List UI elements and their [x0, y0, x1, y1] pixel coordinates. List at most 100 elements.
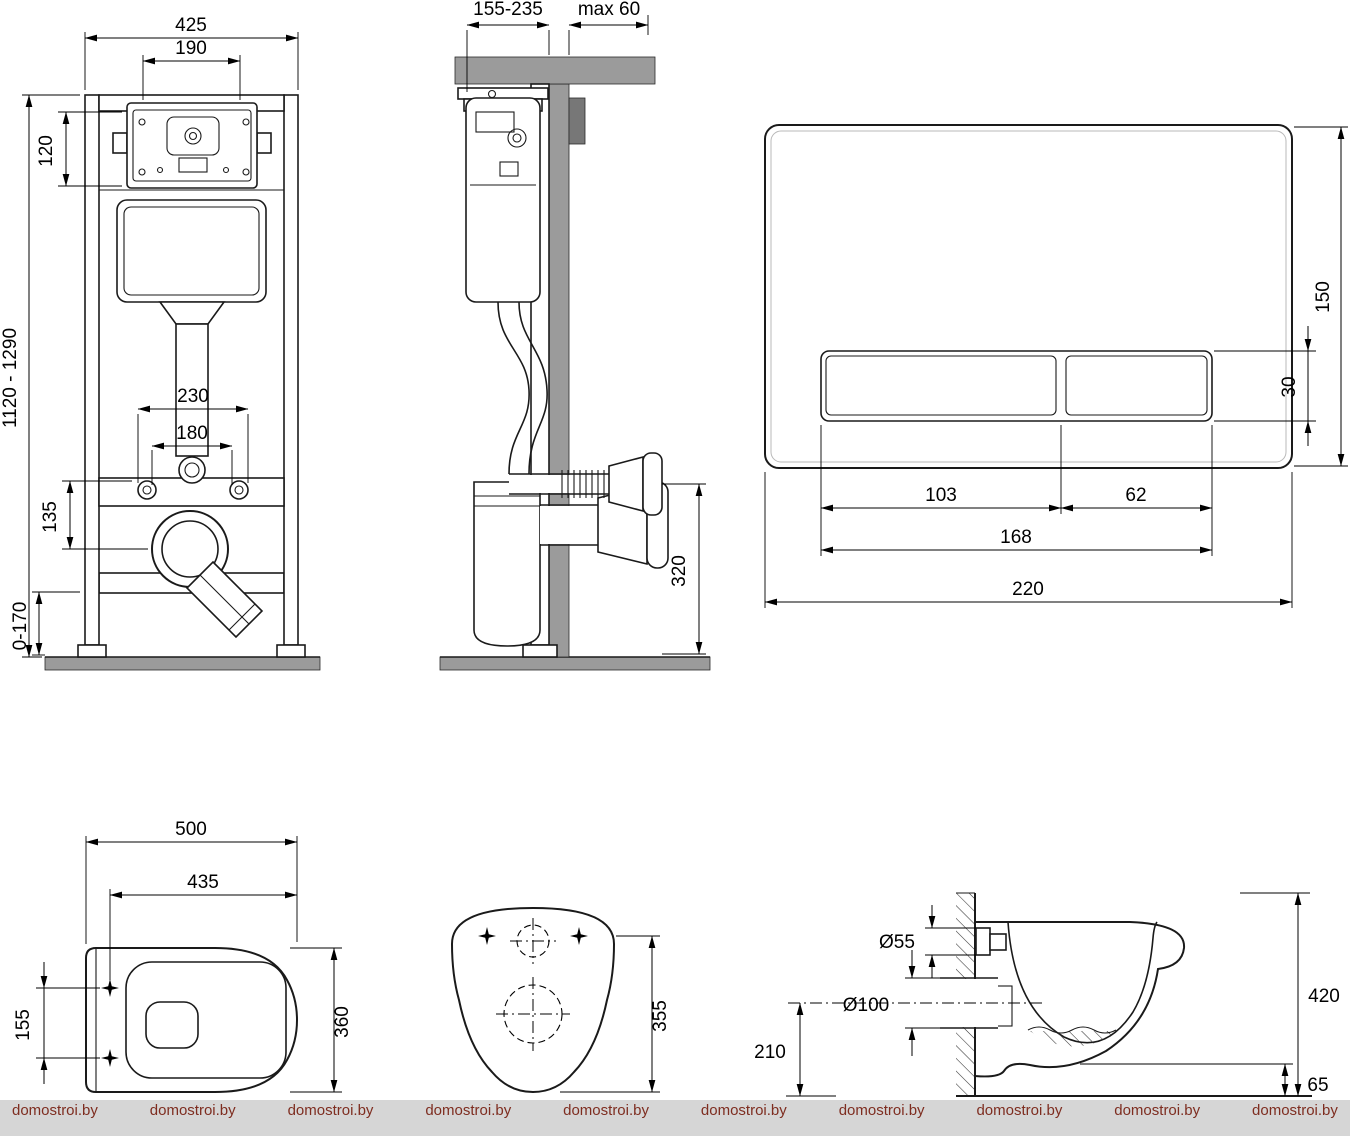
right-foot [276, 644, 306, 658]
watermark-text: domostroi.by [287, 1102, 374, 1119]
watermark-text: domostroi.by [1114, 1102, 1201, 1119]
fixing-hole-right [229, 480, 249, 500]
cistern-tank [116, 199, 267, 457]
cistern-profile [465, 97, 541, 303]
bowl-top-view: 500 435 155 360 [13, 819, 353, 1093]
dim-hole-spacing: 155 [13, 962, 100, 1084]
flush-button-small [1065, 355, 1208, 416]
p-trap [473, 481, 541, 647]
foot [522, 644, 558, 658]
watermark-text: domostroi.by [425, 1102, 512, 1119]
watermark-strip: domostroi.by domostroi.by domostroi.by d… [0, 1100, 1350, 1136]
dim-buttons-total: 168 [820, 527, 1213, 554]
dim-label: 355 [650, 1000, 671, 1032]
watermark-text: domostroi.by [149, 1102, 236, 1119]
flush-pipe-profile [497, 301, 663, 516]
dim-label: 220 [1012, 579, 1044, 600]
dim-fixing-wide: 230 [137, 386, 249, 483]
dim-label: 360 [332, 1006, 353, 1038]
dim-bowl-width: 360 [290, 947, 353, 1093]
dim-foot-range: 0-170 [10, 591, 80, 656]
cistern-access-box [112, 102, 272, 189]
dim-button-height: 30 [1214, 326, 1316, 446]
dim-overall-height: 420 [1240, 892, 1340, 1097]
dim-depth-range: 155-235 [466, 0, 550, 92]
dim-bowl-length: 500 [85, 819, 298, 944]
installation-frame-side-view: 155-235 max 60 320 [439, 0, 711, 671]
outlet-bend [151, 510, 264, 639]
dim-label: 168 [1000, 527, 1032, 548]
dim-wall-max: max 60 [568, 0, 649, 55]
drawing-canvas: 425 190 120 1120 - 1290 230 180 [0, 0, 1348, 1097]
watermark-text: domostroi.by [1252, 1102, 1338, 1119]
plate-bevel [770, 130, 1287, 463]
dim-outlet-height: 320 [662, 483, 706, 655]
dim-opening-height: 120 [36, 111, 122, 187]
dim-label: 150 [1313, 281, 1334, 313]
dim-inlet-diameter: Ø55 [879, 905, 976, 978]
bowl-outline [85, 947, 299, 1093]
dim-label: 435 [187, 872, 219, 893]
dim-label: 230 [177, 386, 209, 407]
watermark-text: domostroi.by [976, 1102, 1063, 1119]
dim-underside-length: 355 [560, 935, 671, 1093]
watermark-text: domostroi.by [563, 1102, 649, 1119]
dim-label: 210 [754, 1042, 786, 1063]
dim-opening-width: 190 [142, 38, 241, 100]
dim-label: 120 [36, 135, 57, 167]
dim-label: 500 [175, 819, 207, 840]
inlet-fitting [975, 927, 991, 956]
watermark-text: domostroi.by [12, 1102, 98, 1119]
dim-label: Ø100 [843, 995, 889, 1016]
bowl-cavity [1007, 921, 1158, 1044]
dim-label: 30 [1279, 376, 1300, 397]
wall-top-return [454, 56, 656, 85]
bowl-bottom-view: 355 [450, 906, 671, 1094]
dim-label: max 60 [578, 0, 640, 20]
wall-anchor [568, 97, 586, 145]
button-slot [820, 350, 1213, 422]
dim-bowl-length-inner: 435 [109, 872, 298, 980]
dim-label: 320 [669, 555, 690, 587]
installation-frame-front-view: 425 190 120 1120 - 1290 230 180 [0, 15, 321, 671]
flush-button-large [825, 355, 1057, 416]
dim-button-large: 103 [820, 425, 1062, 556]
flush-pipe [175, 323, 209, 457]
dim-label: 180 [176, 423, 208, 444]
flush-plate-view: 150 30 103 62 168 220 [764, 124, 1348, 608]
floor-slab [439, 656, 711, 671]
dim-label: 103 [925, 485, 957, 506]
fixing-hole-left [137, 480, 157, 500]
flush-inlet-outline [145, 1001, 199, 1049]
dim-label: 135 [40, 501, 61, 533]
dim-label: 420 [1308, 986, 1340, 1007]
dim-plate-width: 220 [764, 472, 1293, 608]
dim-label: 0-170 [10, 602, 31, 651]
dim-label: 65 [1307, 1075, 1328, 1096]
wall [548, 83, 570, 658]
dim-overall-width: 425 [84, 15, 299, 90]
dim-label: 62 [1125, 485, 1146, 506]
dim-outlet-drop: 135 [40, 480, 148, 550]
seat-outline [125, 961, 287, 1079]
dim-bottom-clearance: 65 [1080, 1063, 1329, 1097]
right-rail [283, 94, 299, 646]
dim-axis-height: 210 [754, 1002, 836, 1097]
dim-label: Ø55 [879, 932, 915, 953]
bowl-profile [974, 921, 1186, 1078]
dim-label: 425 [175, 15, 207, 36]
water-line [1027, 1026, 1117, 1034]
dim-label: 155-235 [473, 0, 543, 20]
dim-plate-height: 150 [1294, 126, 1348, 467]
bowl-side-view: Ø55 Ø100 210 420 65 [754, 892, 1340, 1097]
watermark-text: domostroi.by [838, 1102, 925, 1119]
flush-pipe-connector [178, 456, 206, 484]
left-foot [77, 644, 107, 658]
watermark-text: domostroi.by [700, 1102, 787, 1119]
dim-label: 1120 - 1290 [0, 328, 21, 428]
dim-label: 190 [175, 38, 207, 59]
left-rail [84, 94, 100, 646]
dim-button-small: 62 [1060, 425, 1213, 556]
dim-frame-height: 1120 - 1290 [0, 94, 80, 658]
